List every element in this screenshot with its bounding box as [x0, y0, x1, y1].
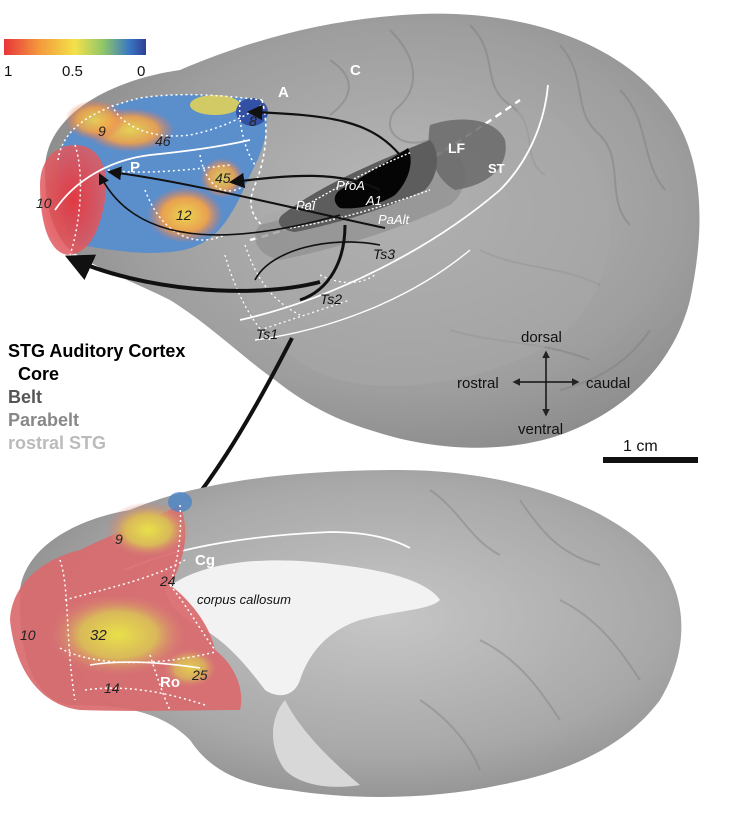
legend-item-parabelt: Parabelt	[8, 410, 80, 430]
prefrontal-red-pole	[40, 145, 107, 255]
label-ts2: Ts2	[320, 291, 342, 307]
label-principal: P	[130, 159, 140, 176]
medial-yellow-9	[106, 502, 190, 558]
label-area-10-lat: 10	[36, 195, 52, 211]
lateral-labels: A C P LF ST 10 9 46 8 45 12 PaI ProA A1 …	[36, 62, 505, 342]
label-caudal: caudal	[586, 375, 630, 392]
temporal-lobe	[243, 108, 611, 386]
scale-bar-label: 1 cm	[623, 438, 658, 455]
label-proa: ProA	[336, 178, 365, 193]
arcuate-sulcus	[250, 99, 267, 226]
label-area-45: 45	[215, 170, 231, 186]
brainstem	[272, 700, 360, 787]
auditory-legend: STG Auditory Cortex Core Belt Parabelt r…	[8, 340, 185, 455]
label-st: ST	[488, 161, 505, 176]
arrow-to-45	[228, 172, 381, 191]
prefrontal-yellow-8	[190, 95, 240, 115]
corpus-callosum	[165, 560, 440, 696]
colorbar-label-1: 1	[4, 63, 12, 80]
legend-item-core: Core	[18, 364, 60, 384]
label-area-8: 8	[249, 113, 257, 129]
legend-title: STG Auditory Cortex	[8, 341, 186, 361]
scale-bar-line	[603, 457, 698, 463]
prefrontal-yellow-9	[65, 100, 125, 140]
medial-yellow-25	[162, 648, 218, 688]
label-cg: Cg	[195, 552, 215, 569]
colorbar-label-0: 0	[137, 63, 145, 80]
rostral-sulcus	[89, 661, 201, 669]
medial-brain-surface	[19, 470, 682, 797]
auditory-fields	[224, 119, 506, 341]
medial-labels: Cg corpus callosum Ro 9 24 10 32 14 25	[20, 531, 291, 696]
prefrontal-heatmap	[40, 93, 268, 256]
label-paalt: PaAlt	[378, 212, 410, 227]
scale-bar: 1 cm	[603, 438, 698, 463]
label-ts3: Ts3	[373, 246, 395, 262]
arrow-to-8	[246, 104, 401, 156]
label-area-9-lat: 9	[98, 123, 106, 139]
colorbar-label-05: 0.5	[62, 63, 83, 80]
label-area-9-med: 9	[115, 531, 123, 547]
medial-heatmap	[10, 492, 242, 711]
st-lower	[254, 249, 471, 341]
arrow-to-46	[107, 166, 386, 229]
label-arcuate: A	[278, 84, 289, 101]
core-region	[334, 148, 411, 209]
label-area-46: 46	[155, 133, 171, 149]
core-white-border	[297, 151, 413, 211]
legend-item-rostral-stg: rostral STG	[8, 433, 107, 453]
label-a1: A1	[365, 193, 382, 208]
label-ts1: Ts1	[256, 326, 278, 342]
label-pal: PaI	[296, 198, 316, 213]
arrow-ts3-branch	[254, 241, 381, 281]
label-ventral: ventral	[518, 421, 563, 438]
principal-sulcus	[54, 139, 251, 211]
label-dorsal: dorsal	[521, 329, 562, 346]
label-lf: LF	[448, 140, 466, 156]
label-area-12: 12	[176, 207, 192, 223]
orientation-compass: dorsal ventral rostral caudal	[457, 329, 630, 438]
label-area-10-med: 10	[20, 627, 36, 643]
colorbar-gradient	[4, 39, 146, 55]
label-area-24: 24	[159, 573, 176, 589]
lf-region	[428, 119, 506, 190]
arrow-to-10	[64, 254, 321, 293]
label-area-32: 32	[90, 627, 107, 644]
arrow-ts2	[299, 224, 347, 302]
label-rostral: rostral	[457, 375, 499, 392]
label-ro: Ro	[160, 674, 180, 691]
legend-item-belt: Belt	[8, 387, 43, 407]
arrow-ts3-p	[98, 172, 341, 236]
medial-brain	[19, 470, 682, 797]
ts-borders	[224, 244, 376, 341]
medial-gyral-texture	[419, 489, 641, 771]
label-area-25: 25	[191, 667, 208, 683]
label-area-14: 14	[104, 680, 120, 696]
medial-blue-9	[168, 492, 192, 512]
medial-yellow-32	[48, 593, 188, 677]
colorbar: 1 0.5 0	[4, 39, 146, 80]
label-central: C	[350, 62, 361, 79]
label-corpus-callosum: corpus callosum	[197, 592, 291, 607]
superior-temporal-sulcus	[239, 84, 549, 321]
